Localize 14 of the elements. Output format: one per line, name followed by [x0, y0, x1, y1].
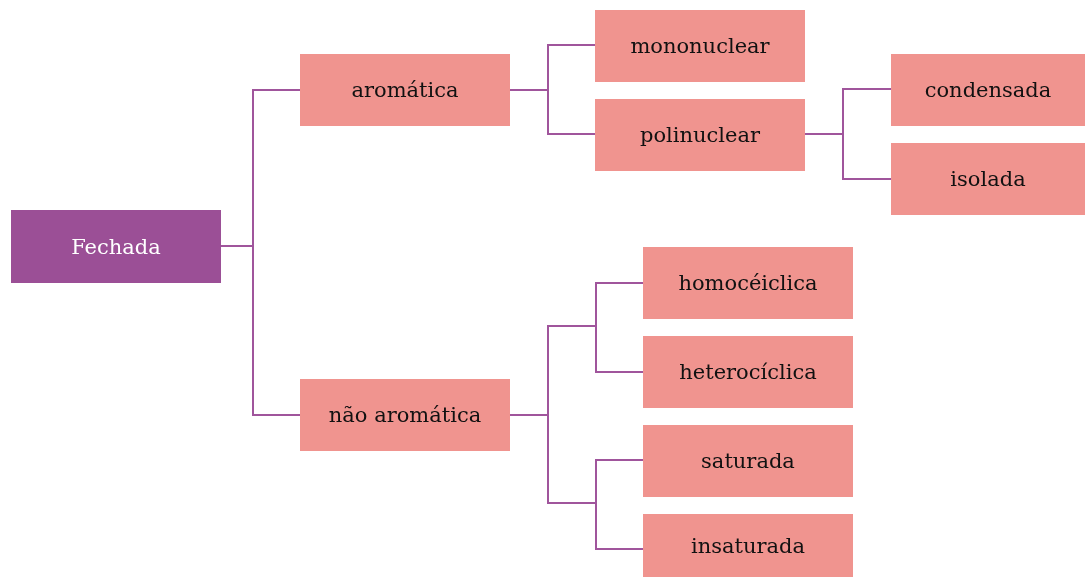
connector-line: [509, 89, 596, 135]
category-box: heterocíclica: [643, 336, 853, 408]
connector-line: [804, 133, 892, 180]
category-box: condensada: [891, 54, 1085, 126]
category-box: polinuclear: [595, 99, 805, 171]
category-box: saturada: [643, 425, 853, 497]
root-box: Fechada: [11, 210, 221, 283]
category-box: não aromática: [300, 379, 510, 451]
connector-line: [509, 414, 644, 550]
category-box: homocéiclica: [643, 247, 853, 319]
category-box: insaturada: [643, 514, 853, 577]
category-box: aromática: [300, 54, 510, 126]
category-box: isolada: [891, 143, 1085, 215]
category-box: mononuclear: [595, 10, 805, 82]
